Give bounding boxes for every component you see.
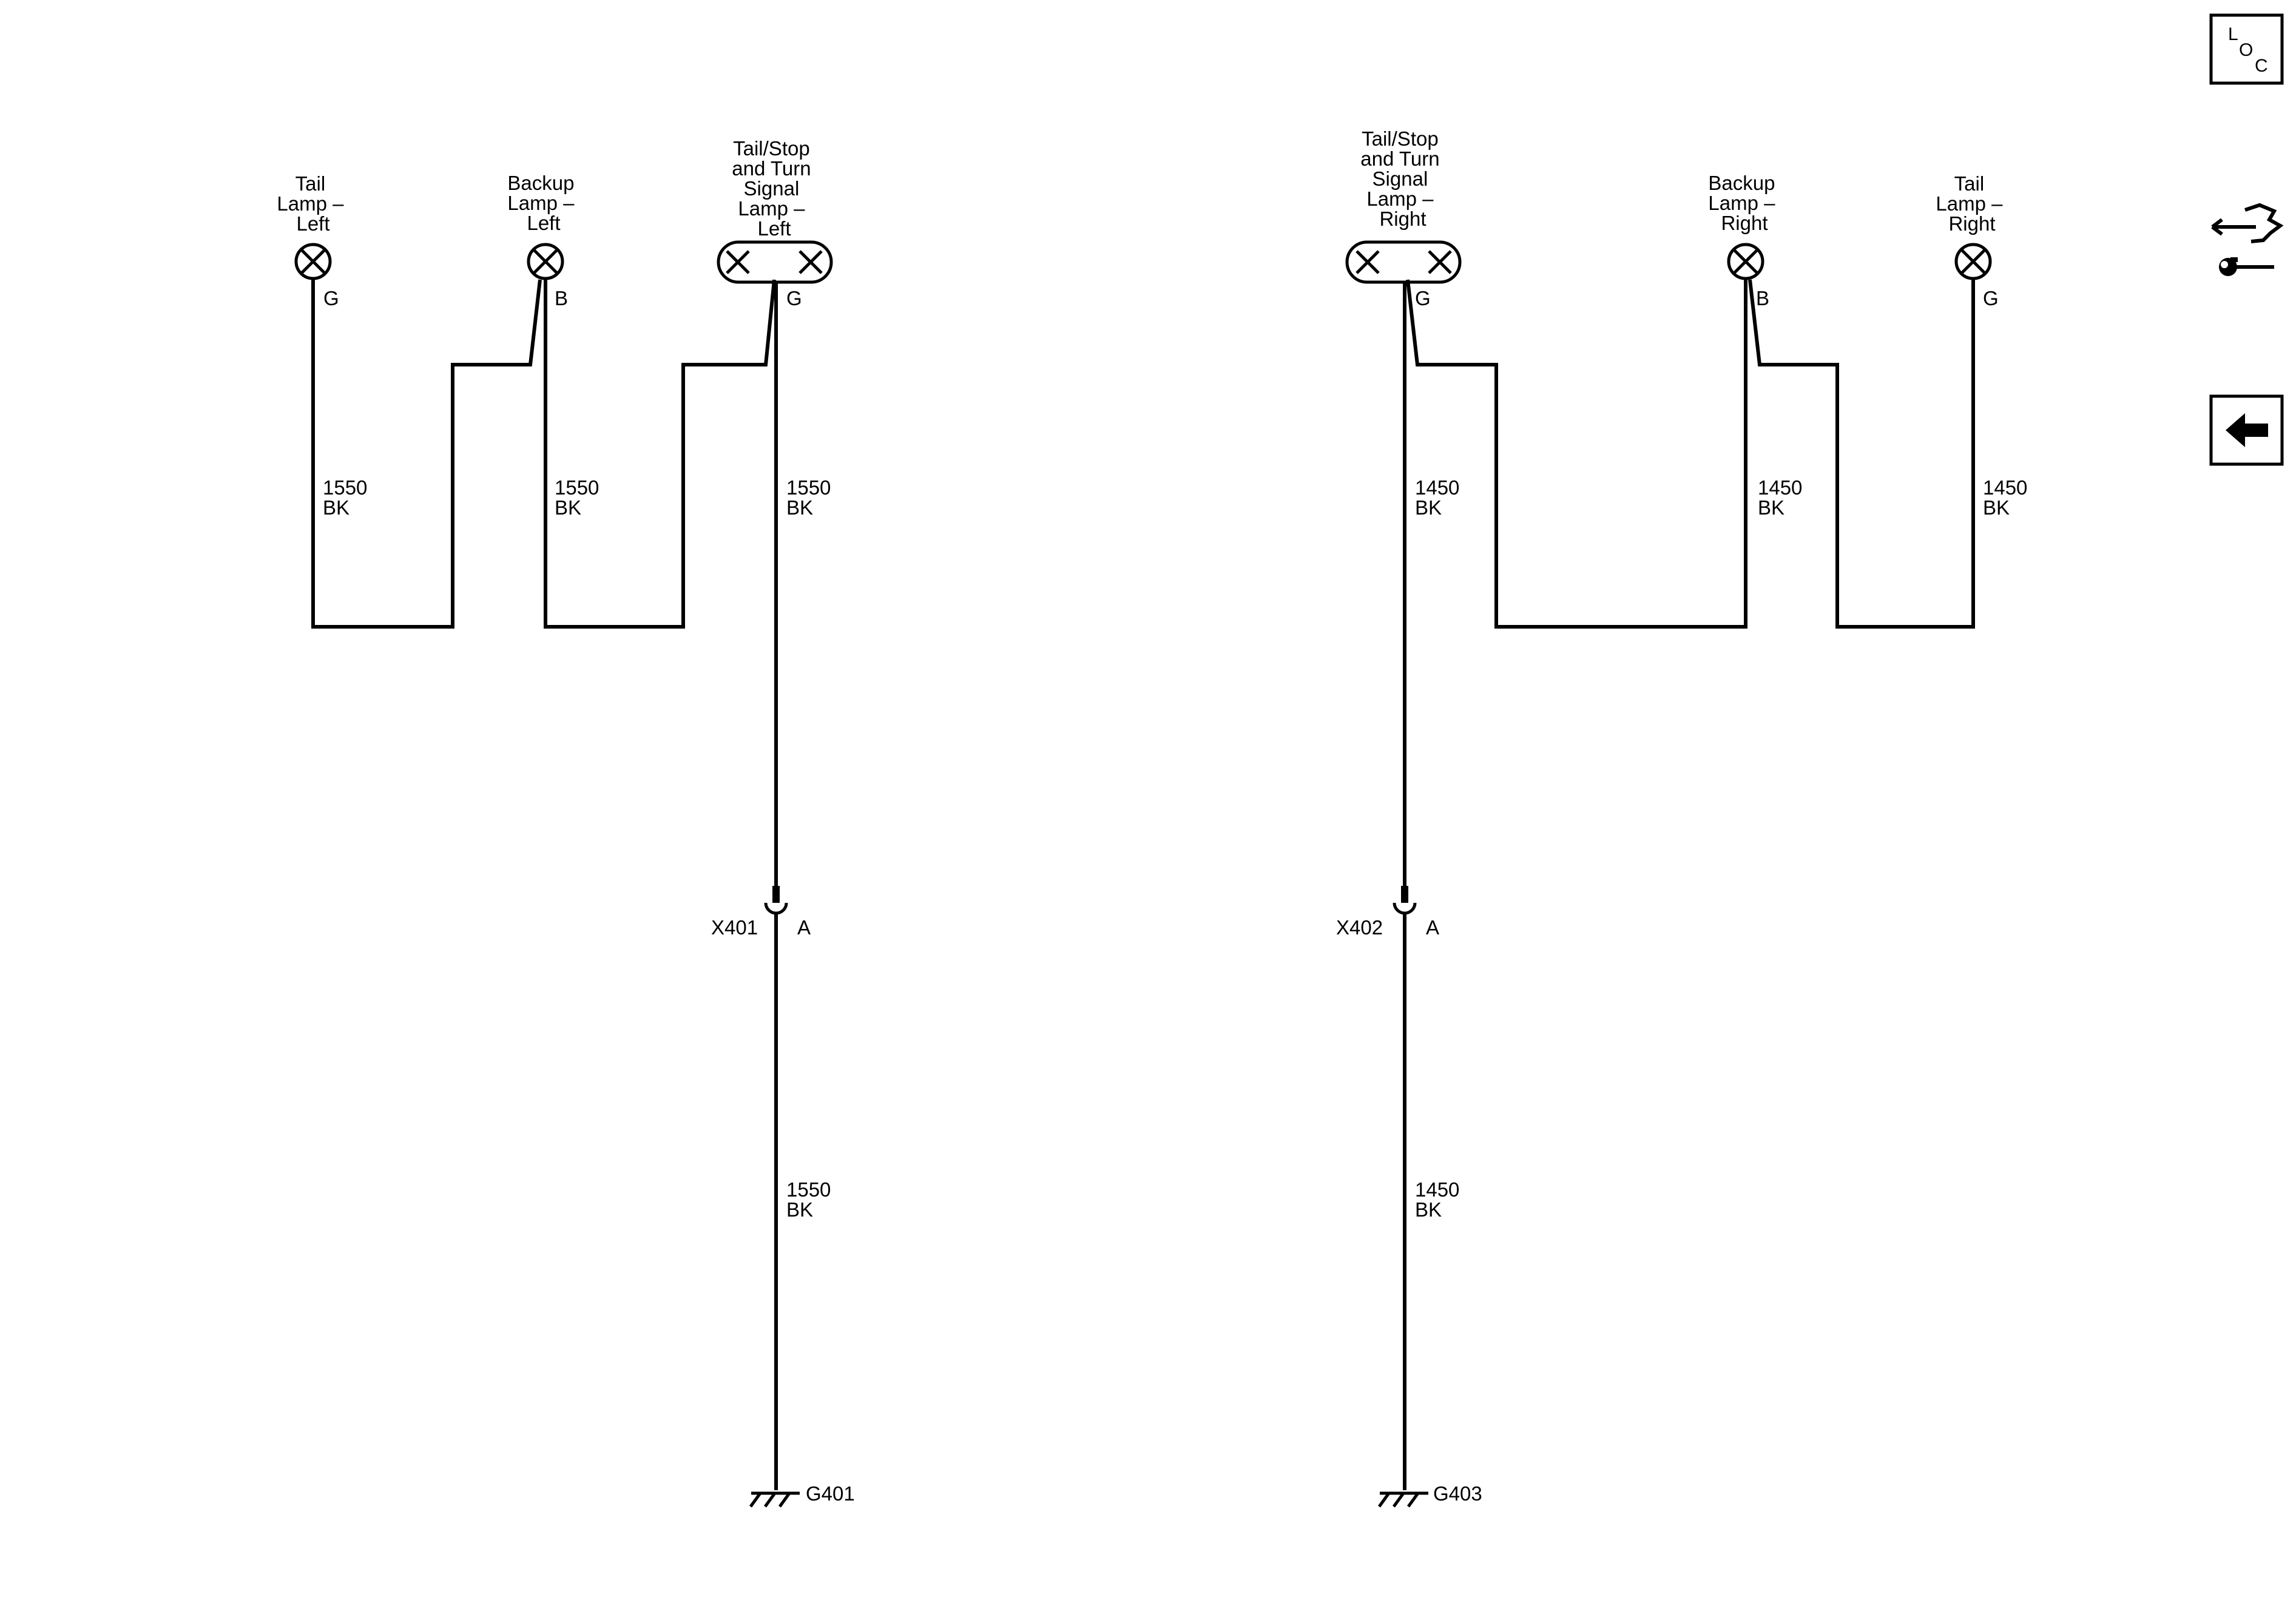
loc-letter-o: O — [2239, 40, 2253, 60]
wire-label-tail-left: 1550 BK — [323, 476, 373, 519]
connector-pin-label: A — [797, 916, 811, 939]
connector-button[interactable] — [2211, 203, 2284, 276]
wire-label-ground-right: 1450 BK — [1415, 1178, 1465, 1221]
pin-label: G — [323, 287, 339, 309]
location-icon: L — [2228, 24, 2238, 44]
tail-lamp-right-label: Tail Lamp – Right — [1936, 172, 2008, 235]
ground-symbol — [1377, 1491, 1428, 1508]
wire-label-backup-left: 1550 BK — [555, 476, 605, 519]
left-wires — [311, 279, 800, 1508]
signal-lamp-right-label: Tail/Stop and Turn Signal Lamp – Right — [1360, 127, 1445, 230]
signal-lamp-left-label: Tail/Stop and Turn Signal Lamp – Left — [732, 137, 816, 240]
back-arrow-icon — [2226, 413, 2268, 447]
backup-lamp-left[interactable]: Backup Lamp – Left B — [507, 172, 579, 309]
dual-bulb-icon — [717, 240, 833, 284]
wire-label-signal-right: 1450 BK — [1415, 476, 1465, 519]
right-wires — [1377, 279, 1975, 1508]
backup-lamp-right-label: Backup Lamp – Right — [1708, 172, 1780, 234]
signal-lamp-right[interactable]: Tail/Stop and Turn Signal Lamp – Right G — [1345, 127, 1462, 309]
ground-g403-label: G403 — [1433, 1482, 1482, 1505]
pin-label: G — [786, 287, 802, 309]
pin-label: B — [555, 287, 568, 309]
wire-label-signal-left: 1550 BK — [786, 476, 837, 519]
wire-label-backup-right: 1450 BK — [1758, 476, 1808, 519]
loc-letter-c: C — [2255, 56, 2268, 76]
backup-lamp-left-label: Backup Lamp – Left — [507, 172, 579, 234]
connector-wrench-icon — [2211, 203, 2284, 276]
loc-button[interactable]: L O C — [2209, 13, 2284, 85]
signal-lamp-left[interactable]: Tail/Stop and Turn Signal Lamp – Left G — [717, 137, 833, 309]
wire-label-tail-right: 1450 BK — [1983, 476, 2033, 519]
tail-lamp-left-label: Tail Lamp – Left — [277, 172, 349, 235]
pin-label: G — [1983, 287, 1999, 309]
connector-x401-label: X401 — [711, 916, 758, 939]
back-button[interactable] — [2209, 394, 2284, 466]
ground-g401-label: G401 — [806, 1482, 855, 1505]
connector-pin-label: A — [1426, 916, 1439, 939]
wire-label-ground-left: 1550 BK — [786, 1178, 837, 1221]
pin-label: G — [1415, 287, 1431, 309]
dual-bulb-icon — [1345, 240, 1462, 284]
backup-lamp-right[interactable]: Backup Lamp – Right B — [1708, 172, 1780, 309]
connector-x402-label: X402 — [1336, 916, 1383, 939]
pin-label: B — [1756, 287, 1769, 309]
ground-symbol — [749, 1491, 800, 1508]
